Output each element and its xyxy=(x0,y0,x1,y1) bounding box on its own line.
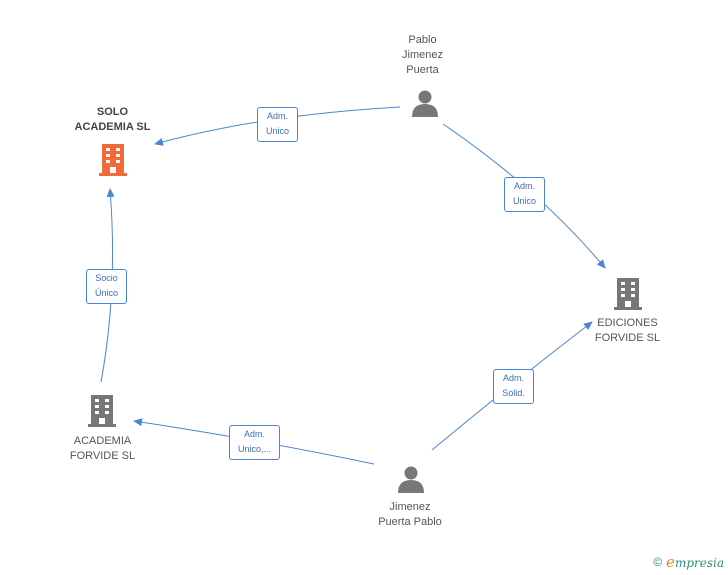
brand-logo: empresia xyxy=(666,553,724,571)
building-icon xyxy=(88,395,116,427)
copyright-symbol: © xyxy=(653,555,663,569)
person-icon xyxy=(412,90,438,117)
node-label-solo-academia[interactable]: SOLO ACADEMIA SL xyxy=(74,106,151,133)
brand-name: mpresia xyxy=(674,556,724,570)
edge-label-pablo-to-ediciones[interactable]: Adm. Unico xyxy=(504,177,545,212)
person-icon xyxy=(398,466,424,493)
brand-initial: e xyxy=(666,553,675,571)
node-label-academia-forvide[interactable]: ACADEMIA FORVIDE SL xyxy=(69,435,136,462)
edge-label-jimenez-to-ediciones[interactable]: Adm. Solid. xyxy=(493,369,534,404)
node-label-pablo-jimenez-puerta[interactable]: Pablo Jimenez Puerta xyxy=(402,34,443,76)
edge-label-pablo-to-solo[interactable]: Adm. Unico xyxy=(257,107,298,142)
edge-label-academia-to-solo[interactable]: Socio Único xyxy=(86,269,127,304)
node-label-jimenez-puerta-pablo[interactable]: Jimenez Puerta Pablo xyxy=(378,501,442,528)
building-icon xyxy=(614,278,642,310)
footer-brand: © empresia xyxy=(653,553,724,571)
node-label-ediciones-forvide[interactable]: EDICIONES FORVIDE SL xyxy=(594,317,661,344)
building-icon xyxy=(99,144,127,176)
edge-label-jimenez-to-academia[interactable]: Adm. Unico,... xyxy=(229,425,280,460)
